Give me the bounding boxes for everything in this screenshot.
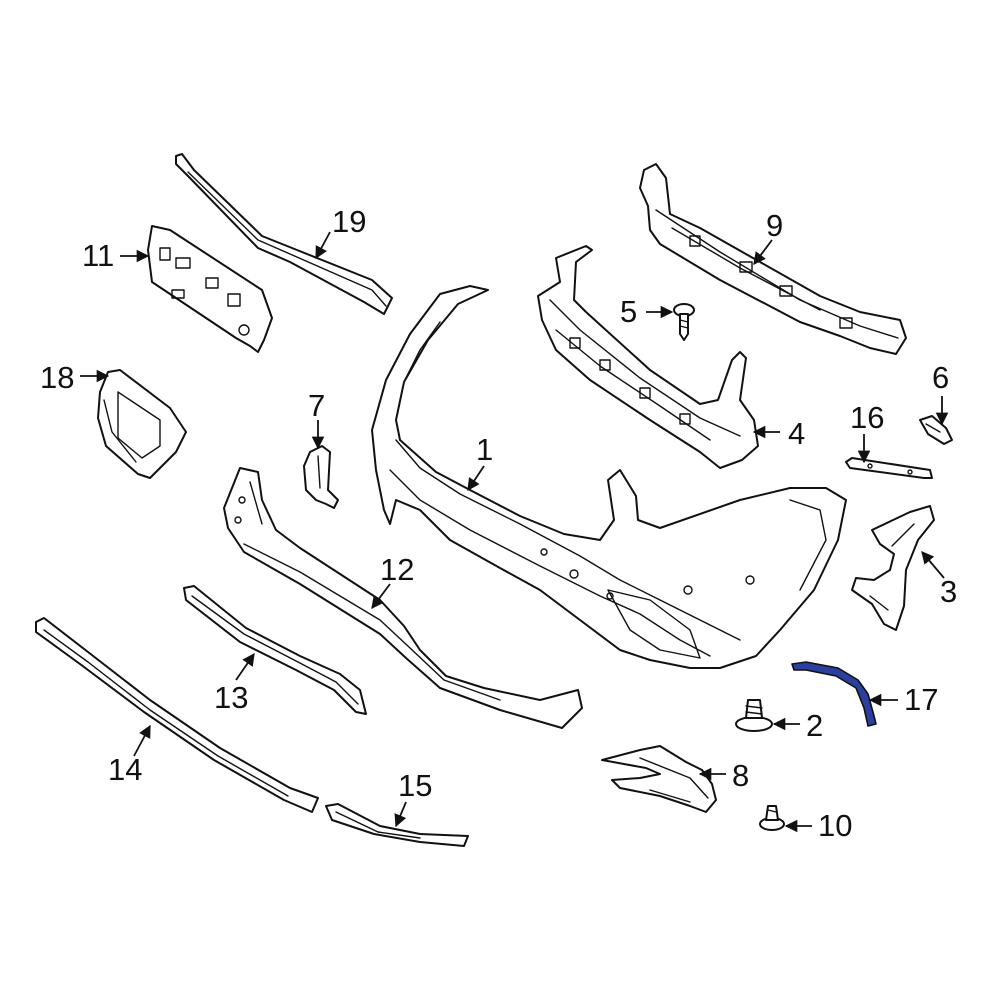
part-4-carrier[interactable] (537, 245, 759, 469)
leader-lines (80, 231, 949, 833)
part-15-chrome-strip[interactable] (325, 803, 469, 847)
callout-13: 13 (214, 680, 248, 715)
callout-19: 19 (332, 204, 366, 239)
callout-1: 1 (476, 432, 493, 467)
leader-19 (315, 231, 331, 260)
leader-14 (133, 724, 151, 757)
leader-9 (753, 239, 773, 266)
callout-labels: 1 2 3 4 5 6 7 8 9 10 11 12 13 14 15 16 1… (40, 204, 957, 843)
leader-15 (394, 801, 407, 828)
leader-3 (921, 551, 945, 579)
callout-2: 2 (806, 708, 823, 743)
callout-17: 17 (904, 682, 938, 717)
leader-1 (467, 465, 485, 492)
part-1-bumper-cover[interactable] (371, 285, 847, 669)
part-14-chrome-strip[interactable] (35, 617, 319, 813)
part-13-trim-strip[interactable] (183, 585, 367, 715)
part-12-lower-grille[interactable] (223, 467, 583, 729)
callout-5: 5 (620, 294, 637, 329)
callout-15: 15 (398, 768, 432, 803)
part-6-clip[interactable] (919, 415, 953, 445)
part-2-clip[interactable] (735, 699, 773, 732)
part-8-lower-bracket[interactable] (601, 745, 717, 813)
callout-7: 7 (308, 388, 325, 423)
part-3-side-bracket[interactable] (851, 505, 935, 631)
callout-4: 4 (788, 416, 805, 451)
callout-11: 11 (82, 238, 114, 273)
callout-10: 10 (818, 808, 852, 843)
callout-18: 18 (40, 360, 74, 395)
callout-14: 14 (108, 752, 142, 787)
part-5-bolt[interactable] (673, 303, 695, 341)
callout-3: 3 (940, 574, 957, 609)
leader-12 (371, 583, 391, 610)
leader-13 (235, 652, 255, 681)
part-19-upper-strip[interactable] (175, 153, 393, 315)
part-11-plate-bracket[interactable] (147, 225, 273, 353)
part-16-strip[interactable] (845, 457, 933, 479)
callout-9: 9 (766, 208, 783, 243)
part-17-bracket-highlighted[interactable] (791, 661, 877, 727)
callout-8: 8 (732, 758, 749, 793)
callout-16: 16 (850, 400, 884, 435)
part-7-bracket[interactable] (303, 445, 339, 509)
callout-6: 6 (932, 360, 949, 395)
part-18-bezel[interactable] (97, 369, 187, 479)
part-9-absorber[interactable] (639, 163, 907, 355)
callout-12: 12 (380, 552, 414, 587)
part-10-screw[interactable] (759, 805, 785, 831)
